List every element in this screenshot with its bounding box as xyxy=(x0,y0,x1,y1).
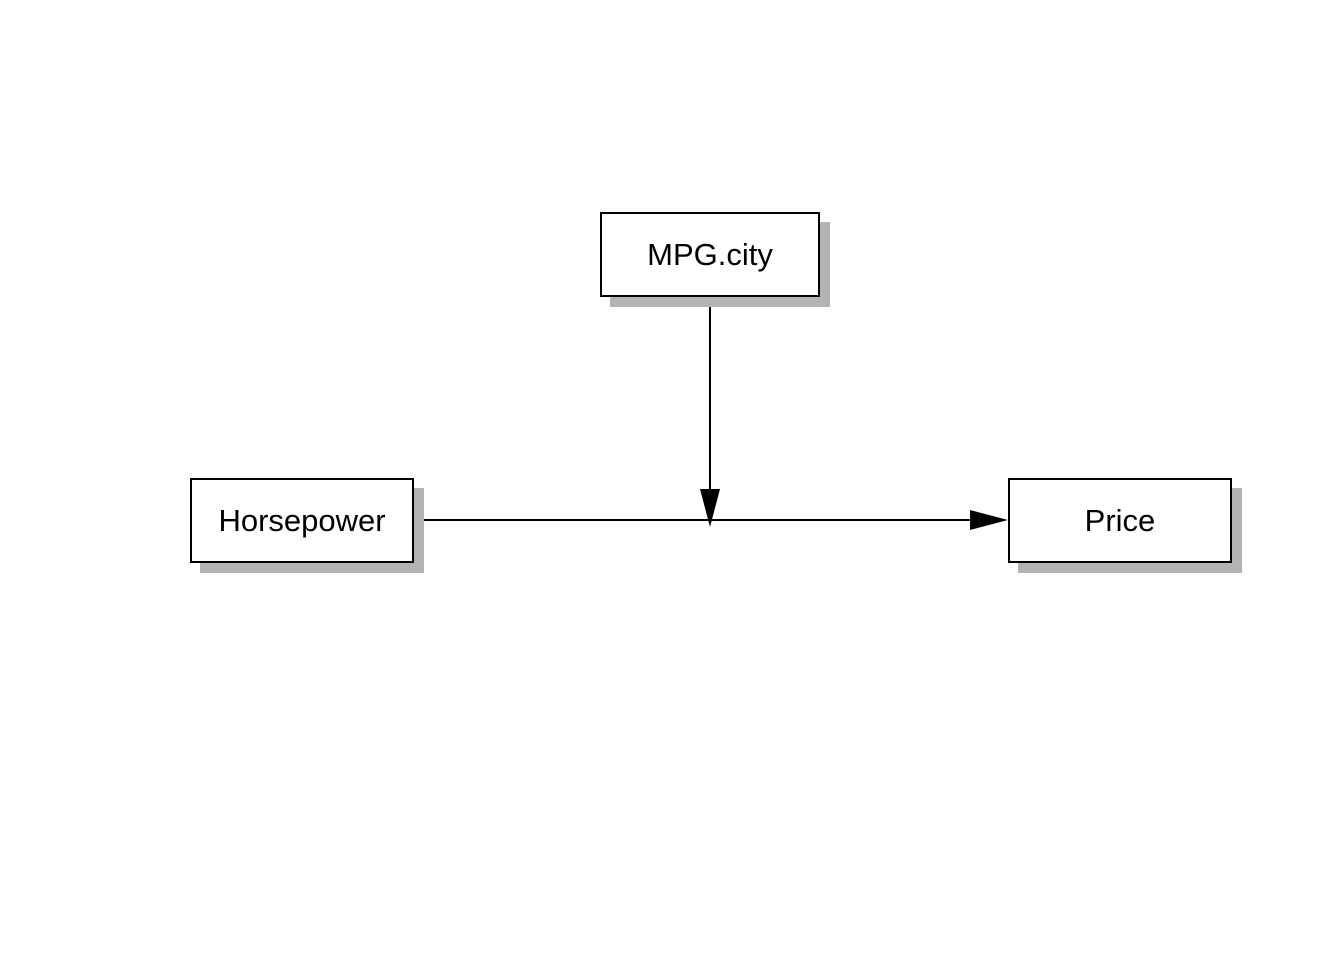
node-price: Price xyxy=(1008,478,1232,563)
horsepower-price-arrow xyxy=(413,510,1008,530)
node-mpg-city: MPG.city xyxy=(600,212,820,297)
node-mpg-city-label: MPG.city xyxy=(647,237,773,272)
arrowhead-right-icon xyxy=(970,510,1008,530)
node-horsepower-label: Horsepower xyxy=(218,503,386,538)
node-horsepower: Horsepower xyxy=(190,478,414,563)
arrowhead-down-icon xyxy=(700,489,720,527)
node-price-label: Price xyxy=(1084,503,1156,538)
mpgcity-moderation-arrow xyxy=(700,299,720,527)
